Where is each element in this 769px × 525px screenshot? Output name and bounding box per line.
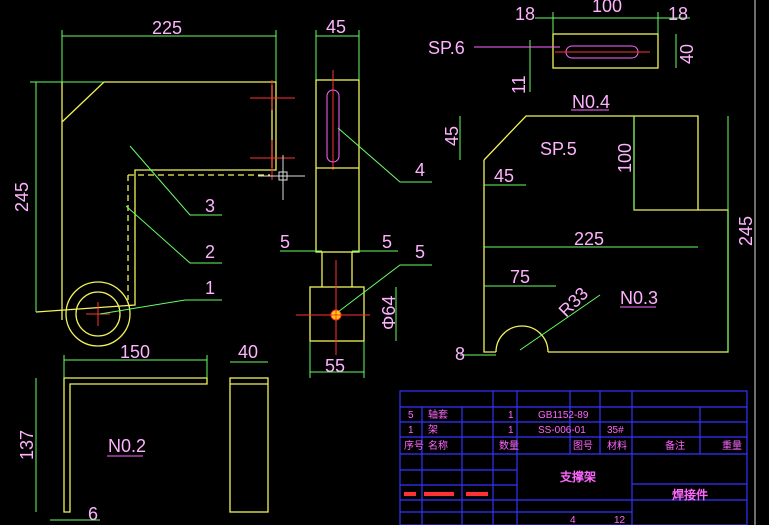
tb-header-weight: 重量 [722, 439, 742, 452]
tb-bottom-v2: 12 [614, 515, 626, 525]
tb-header-material: 材料 [607, 439, 627, 452]
dim-label-p45h: 45 [494, 166, 514, 186]
frame-outline [35, 81, 277, 313]
side-wheel-block [309, 286, 365, 342]
dim-label-p45v: 45 [442, 126, 462, 146]
dim-label-18b: 18 [668, 4, 688, 24]
tb-row2-qty: 1 [508, 425, 514, 436]
dim-label-150: 150 [120, 342, 150, 362]
dim-label-p245: 245 [736, 216, 756, 246]
sp6-slot-view [474, 12, 690, 92]
angle-side [229, 377, 269, 513]
title-block-frame [399, 390, 748, 525]
dim-label-45: 45 [326, 17, 346, 37]
tb-row2-code: SS-006-01 [538, 425, 586, 436]
side-post [315, 79, 360, 253]
leader-3 [129, 145, 222, 216]
callout-label-1: 1 [205, 278, 215, 298]
leader-2 [125, 205, 222, 264]
dim-label-137: 137 [17, 430, 37, 460]
dim-label-phi64: Φ64 [379, 296, 399, 330]
dim-label-5-left: 5 [280, 232, 290, 252]
tb-bottom-v1: 4 [570, 515, 576, 525]
title-block [399, 390, 748, 525]
dim-label-p100: 100 [615, 143, 635, 173]
wheel-outer [65, 281, 131, 347]
tb-row1-seq: 5 [408, 410, 414, 421]
tb-mark-2 [424, 492, 454, 496]
leader-5 [337, 264, 432, 313]
crosshair-box [278, 171, 288, 181]
plate-top [483, 115, 699, 211]
label-sp5: SP.5 [540, 139, 577, 159]
tb-drawing-name: 支撑架 [559, 469, 596, 484]
leader-1 [99, 299, 222, 315]
tb-row1-code: GB1152-89 [538, 410, 589, 421]
tb-row2-seq: 1 [408, 425, 414, 436]
tb-part-type: 焊接件 [672, 487, 708, 502]
tb-mark-1 [404, 492, 416, 496]
dim-label-11: 11 [509, 75, 529, 94]
dim-label-5-right: 5 [382, 232, 392, 252]
main-front-view [30, 30, 305, 347]
label-no4: N0.4 [572, 92, 610, 112]
callout-label-2: 2 [205, 242, 215, 262]
angle-view [35, 355, 269, 521]
dim-label-p8: 8 [455, 344, 465, 364]
dim-label-18a: 18 [515, 4, 535, 24]
dim-label-pR33: R33 [555, 283, 592, 320]
dim-label-p225: 225 [574, 229, 604, 249]
tb-header-name: 名称 [428, 439, 448, 452]
callout-label-5: 5 [415, 242, 425, 262]
plate-outline [483, 160, 729, 353]
plate-arc [495, 325, 549, 353]
dim-pR33-leader [519, 294, 601, 351]
leader-4 [337, 127, 432, 183]
callout-label-3: 3 [205, 196, 215, 216]
tb-row1-name: 轴套 [428, 408, 448, 421]
dim-label-55: 55 [325, 356, 345, 376]
dim-label-p75: 75 [510, 267, 530, 287]
tb-header-note: 备注 [665, 439, 685, 452]
tb-row2-material: 35# [607, 425, 624, 436]
dim-label-40b: 40 [238, 342, 258, 362]
tb-mark-3 [466, 492, 488, 496]
dim-label-100: 100 [592, 0, 622, 16]
tb-header-seq: 序号 [404, 439, 424, 452]
label-no2: N0.2 [108, 436, 146, 456]
tb-header-code: 图号 [573, 440, 593, 452]
label-sp6: SP.6 [428, 38, 465, 58]
hidden-lines [127, 174, 270, 300]
dim-label-6: 6 [88, 504, 98, 524]
side-view [280, 30, 432, 378]
tb-row2-name: 架 [428, 424, 438, 436]
plate-view [459, 109, 729, 356]
dim-label-40: 40 [677, 44, 697, 64]
wheel-inner [75, 291, 121, 337]
sp6-plate [552, 33, 659, 69]
dim-label-225: 225 [152, 18, 182, 38]
callout-label-4: 4 [415, 160, 425, 180]
label-no3: N0.3 [620, 288, 658, 308]
tb-header-qty: 数量 [499, 439, 519, 452]
tb-row1-qty: 1 [508, 410, 514, 421]
dim-label-245: 245 [12, 182, 32, 212]
